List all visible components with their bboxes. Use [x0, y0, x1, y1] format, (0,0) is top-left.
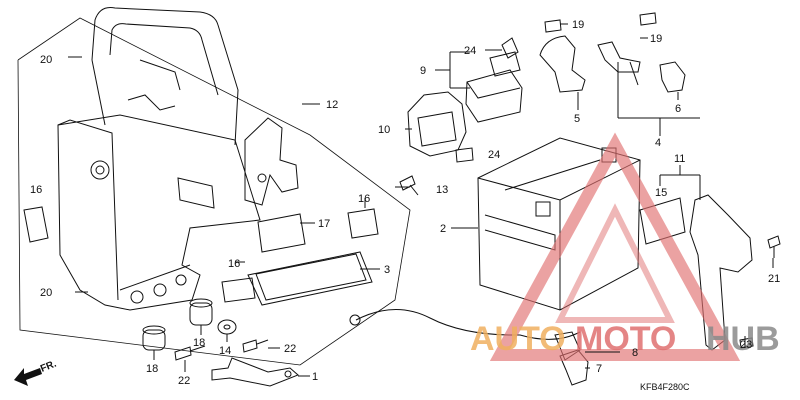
terminal-cables	[539, 35, 686, 93]
watermark: AUTO MOTO HUB	[470, 132, 780, 361]
label-3: 3	[384, 264, 390, 276]
label-19-left: 19	[572, 19, 584, 31]
part-labels: 20 12 16 13 16 17 16 3 20 2 10 9 24 24 1…	[30, 19, 780, 392]
label-7: 7	[596, 363, 602, 375]
label-24-top: 24	[464, 45, 476, 57]
label-8: 8	[632, 347, 638, 359]
label-18-right: 18	[193, 337, 205, 349]
label-16-left: 16	[30, 184, 42, 196]
relays	[407, 37, 523, 163]
label-13: 13	[436, 184, 448, 196]
leader-lines	[68, 23, 774, 377]
battery	[477, 137, 641, 311]
label-14: 14	[219, 345, 231, 357]
label-21: 21	[768, 273, 780, 285]
label-18-left: 18	[146, 363, 158, 375]
label-16-mid: 16	[358, 193, 370, 205]
label-2: 2	[440, 223, 446, 235]
label-16-low: 16	[228, 258, 240, 270]
label-11: 11	[674, 153, 685, 165]
battery-box	[17, 7, 411, 366]
battery-cover	[639, 194, 753, 351]
label-5: 5	[574, 113, 580, 125]
label-12: 12	[326, 99, 338, 111]
label-10: 10	[378, 124, 390, 136]
bracket-lower	[211, 357, 299, 387]
watermark-auto: AUTO	[470, 320, 566, 358]
label-22-right: 22	[284, 343, 296, 355]
label-23: 23	[740, 339, 752, 351]
diagram-code: KFB4F280C	[640, 382, 690, 392]
label-4: 4	[655, 137, 661, 149]
rubber-pads	[23, 206, 379, 306]
label-15: 15	[655, 187, 667, 199]
label-6: 6	[675, 103, 681, 115]
label-22-left: 22	[178, 375, 190, 387]
front-label: FR.	[39, 358, 58, 374]
label-20-bottom: 20	[40, 287, 52, 299]
label-9: 9	[420, 65, 426, 77]
label-19-right: 19	[650, 33, 662, 45]
label-1: 1	[312, 371, 318, 383]
watermark-hub: HUB	[706, 320, 780, 358]
label-20-top: 20	[40, 54, 52, 66]
label-17: 17	[318, 218, 330, 230]
grommets	[142, 12, 781, 361]
front-direction-arrow: FR.	[14, 358, 58, 386]
label-24-mid: 24	[488, 149, 500, 161]
